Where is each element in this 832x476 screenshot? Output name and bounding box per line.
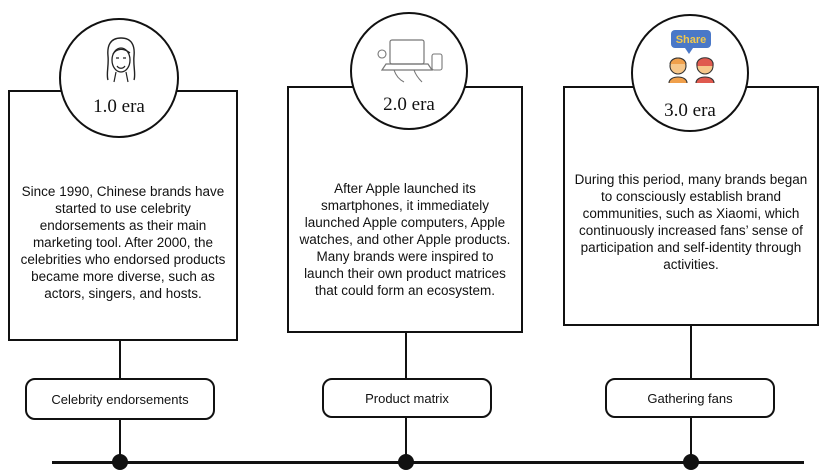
timeline-axis	[52, 461, 804, 464]
woman-face-icon	[106, 37, 136, 83]
era-description-2: After Apple launched its smartphones, it…	[299, 181, 511, 298]
timeline-dot-3	[683, 454, 699, 470]
era-description-1: Since 1990, Chinese brands have started …	[20, 184, 226, 301]
tag-label-2: Product matrix	[365, 390, 449, 406]
devices-hands-icon	[377, 39, 443, 83]
era-description-3: During this period, many brands began to…	[574, 172, 808, 272]
tag-label-3: Gathering fans	[647, 390, 733, 406]
tag-pill-2: Product matrix	[322, 378, 492, 418]
share-icon-text: Share	[676, 34, 707, 46]
era-label-3: 3.0 era	[664, 100, 716, 121]
tag-label-1: Celebrity endorsements	[51, 391, 189, 407]
era-label-1: 1.0 era	[93, 96, 145, 117]
tag-pill-3: Gathering fans	[605, 378, 775, 418]
era-circle-3: Share 3.0 era	[631, 14, 749, 132]
timeline-dot-1	[112, 454, 128, 470]
tag-pill-1: Celebrity endorsements	[25, 378, 215, 420]
era-circle-2: 2.0 era	[350, 12, 468, 130]
timeline-dot-2	[398, 454, 414, 470]
era-label-2: 2.0 era	[383, 94, 435, 115]
era-circle-1: 1.0 era	[59, 18, 179, 138]
share-people-icon: Share	[668, 30, 715, 84]
